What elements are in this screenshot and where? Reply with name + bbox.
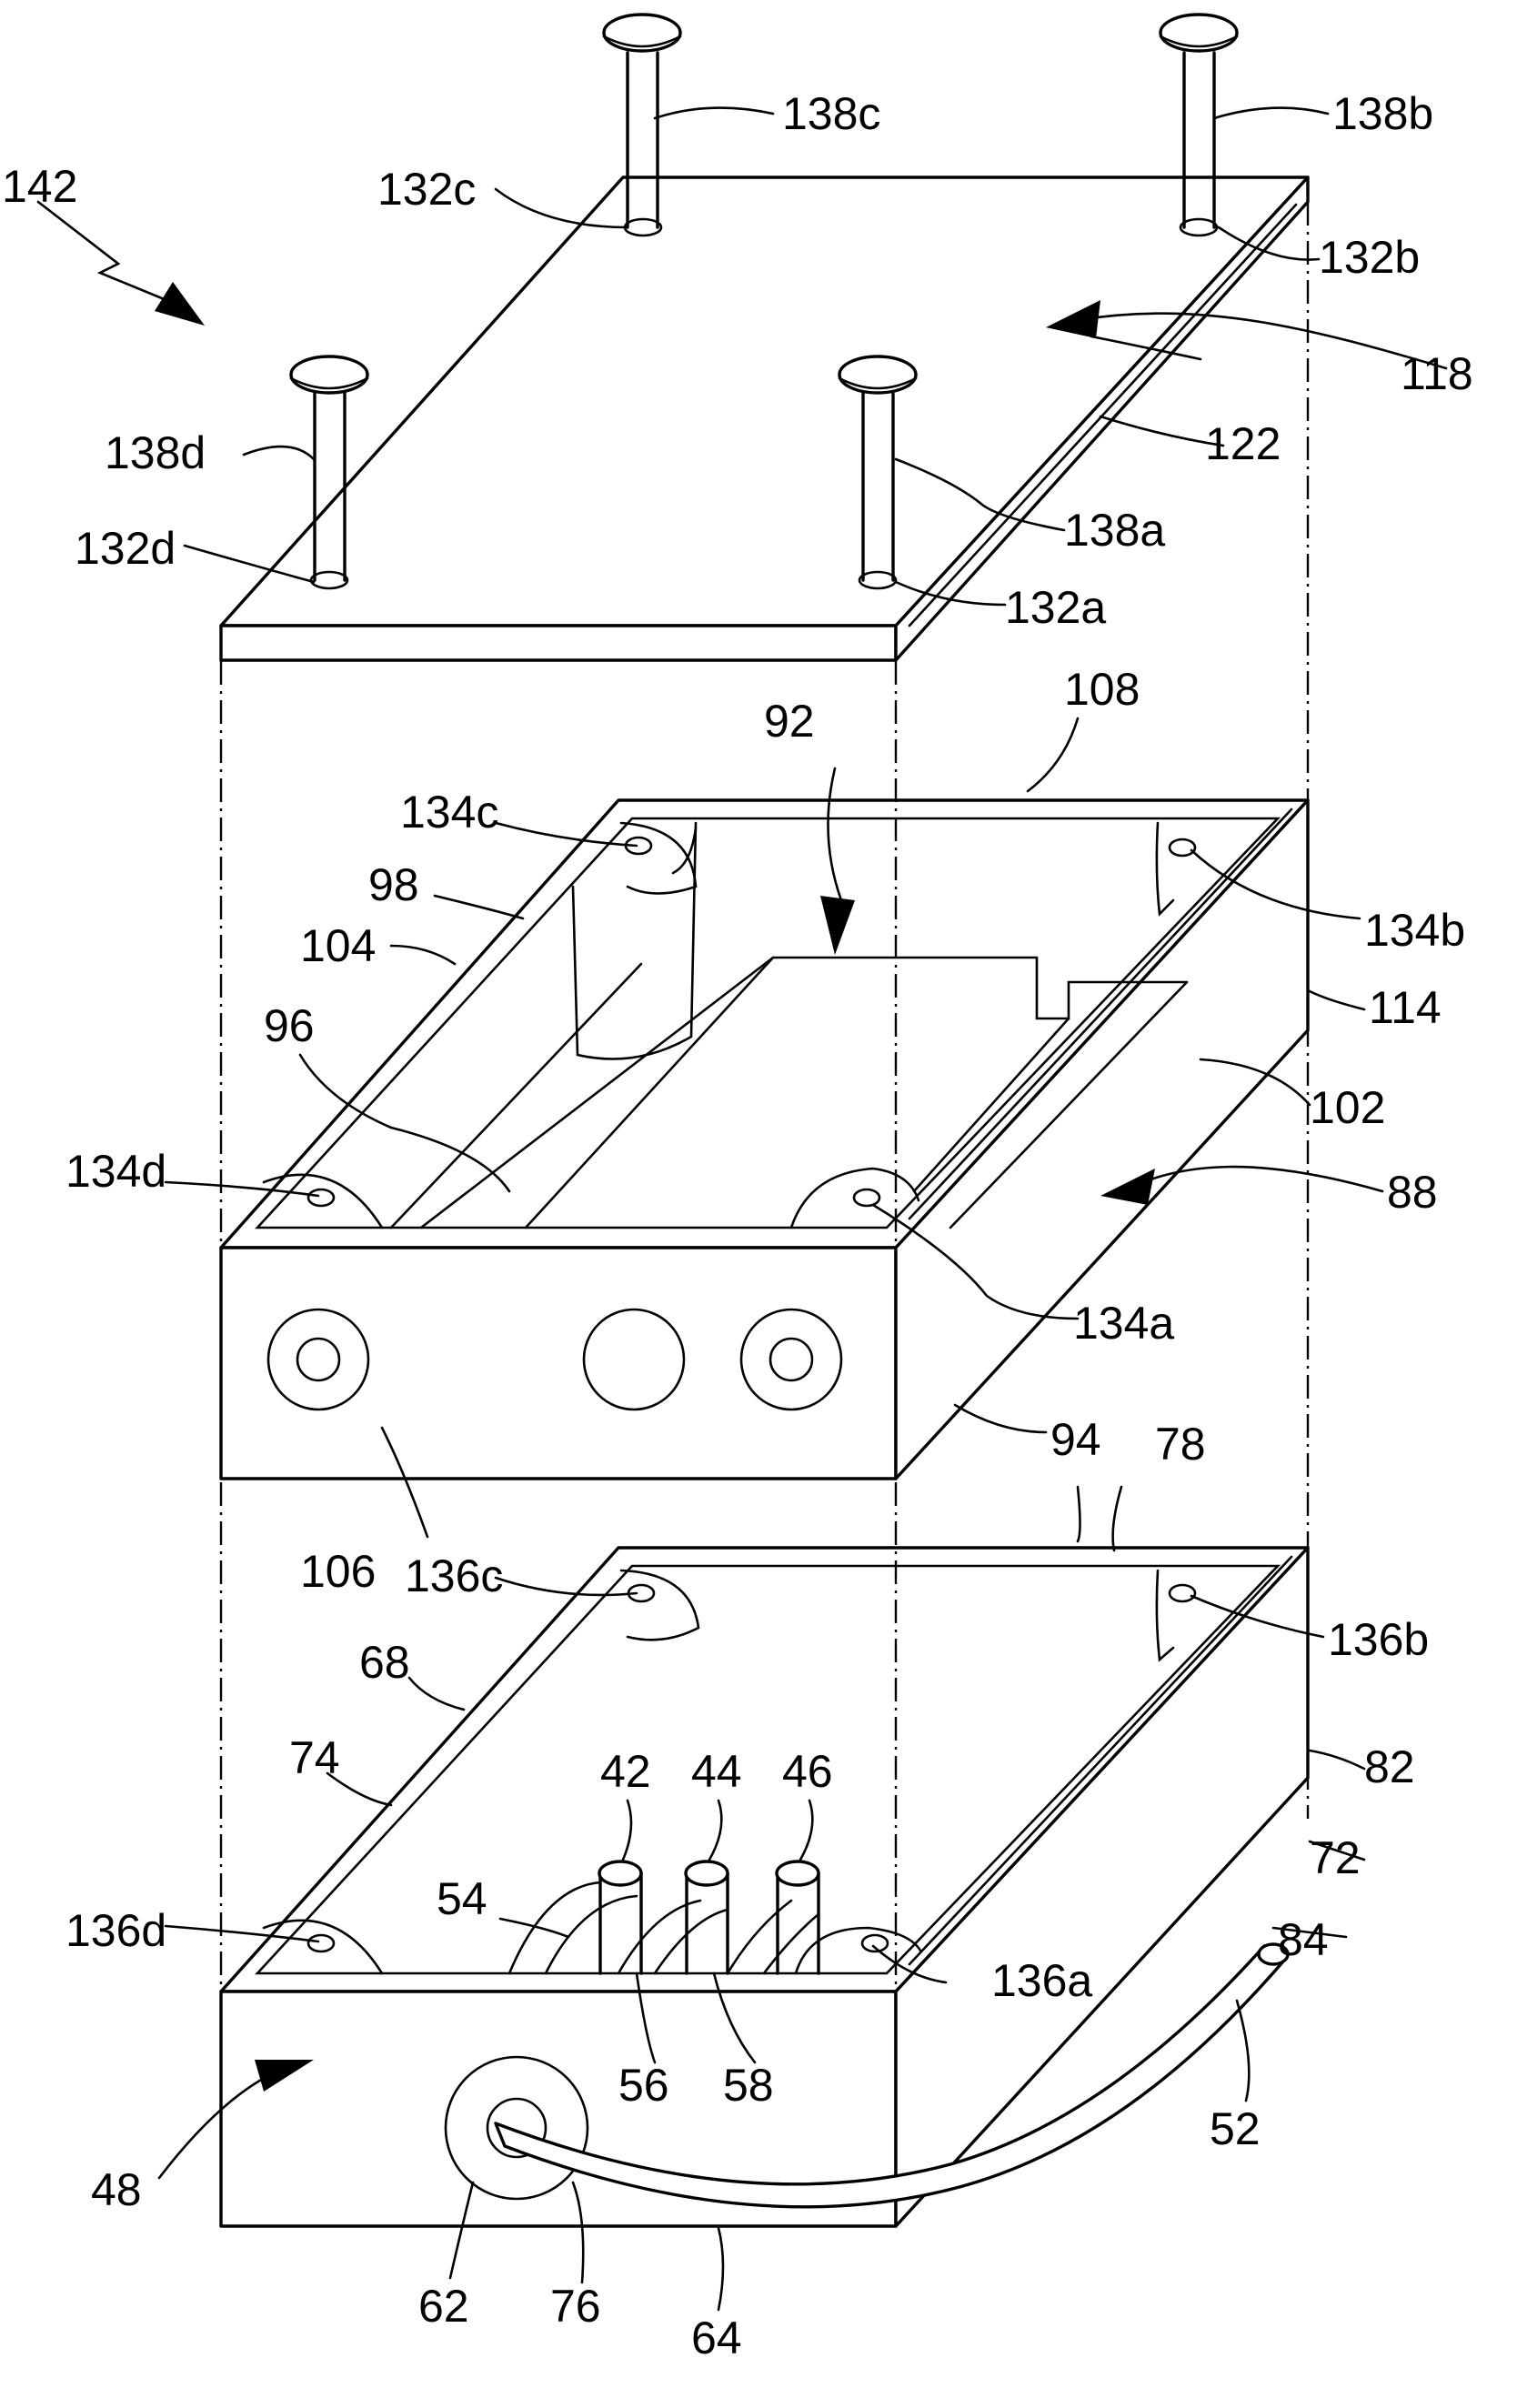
hole-136b: [1170, 1585, 1195, 1601]
ref-label-138b: 138b: [1332, 88, 1433, 139]
hole-134b: [1170, 839, 1195, 856]
ref-label-134b: 134b: [1364, 905, 1465, 956]
ref-label-42: 42: [600, 1746, 651, 1797]
ref-label-94: 94: [1050, 1414, 1101, 1465]
ref-label-48: 48: [91, 2164, 142, 2215]
ref-label-138c: 138c: [782, 88, 880, 139]
ref-label-114: 114: [1369, 982, 1442, 1033]
ref-label-58: 58: [723, 2060, 774, 2111]
ref-label-118: 118: [1401, 348, 1473, 399]
ref-label-108: 108: [1064, 664, 1140, 715]
ref-label-64: 64: [691, 2313, 742, 2363]
ref-label-98: 98: [368, 859, 419, 910]
ref-label-78: 78: [1155, 1419, 1206, 1470]
ref-label-88: 88: [1387, 1167, 1438, 1218]
ref-label-62: 62: [418, 2281, 469, 2332]
ref-label-74: 74: [289, 1732, 340, 1783]
ref-label-138a: 138a: [1064, 505, 1165, 556]
ref-label-102: 102: [1310, 1082, 1385, 1133]
ref-label-136a: 136a: [991, 1955, 1092, 2006]
ref-label-82: 82: [1364, 1741, 1415, 1792]
ref-label-134c: 134c: [400, 787, 498, 838]
base-housing: [159, 1548, 1308, 2226]
ref-label-136c: 136c: [405, 1550, 503, 1601]
ref-label-76: 76: [550, 2281, 601, 2332]
ref-label-68: 68: [359, 1637, 410, 1688]
ref-label-46: 46: [782, 1746, 833, 1797]
ref-label-92: 92: [764, 696, 815, 747]
ref-label-122: 122: [1205, 418, 1281, 469]
ref-label-52: 52: [1210, 2103, 1261, 2154]
ref-label-96: 96: [264, 1000, 315, 1051]
ref-label-56: 56: [618, 2060, 669, 2111]
ref-label-142: 142: [2, 161, 77, 212]
ref-label-134d: 134d: [65, 1146, 166, 1197]
hole-134a: [854, 1189, 879, 1206]
ref-label-134a: 134a: [1073, 1298, 1174, 1349]
ref-label-132a: 132a: [1005, 582, 1106, 633]
ref-label-84: 84: [1278, 1914, 1329, 1965]
ref-label-136d: 136d: [65, 1905, 166, 1956]
ref-label-54: 54: [437, 1873, 487, 1924]
ref-label-104: 104: [300, 920, 376, 971]
hole-136d: [308, 1935, 334, 1951]
ref-label-44: 44: [691, 1746, 742, 1797]
ref-label-106: 106: [300, 1546, 376, 1597]
hole-134d: [308, 1189, 334, 1206]
assembly-arrow: [38, 202, 205, 326]
ref-label-72: 72: [1310, 1832, 1361, 1883]
ref-label-132c: 132c: [377, 164, 476, 215]
ref-label-132b: 132b: [1319, 232, 1420, 283]
ref-label-132d: 132d: [75, 523, 176, 574]
ref-label-136b: 136b: [1328, 1614, 1429, 1665]
ref-label-138d: 138d: [105, 427, 206, 478]
